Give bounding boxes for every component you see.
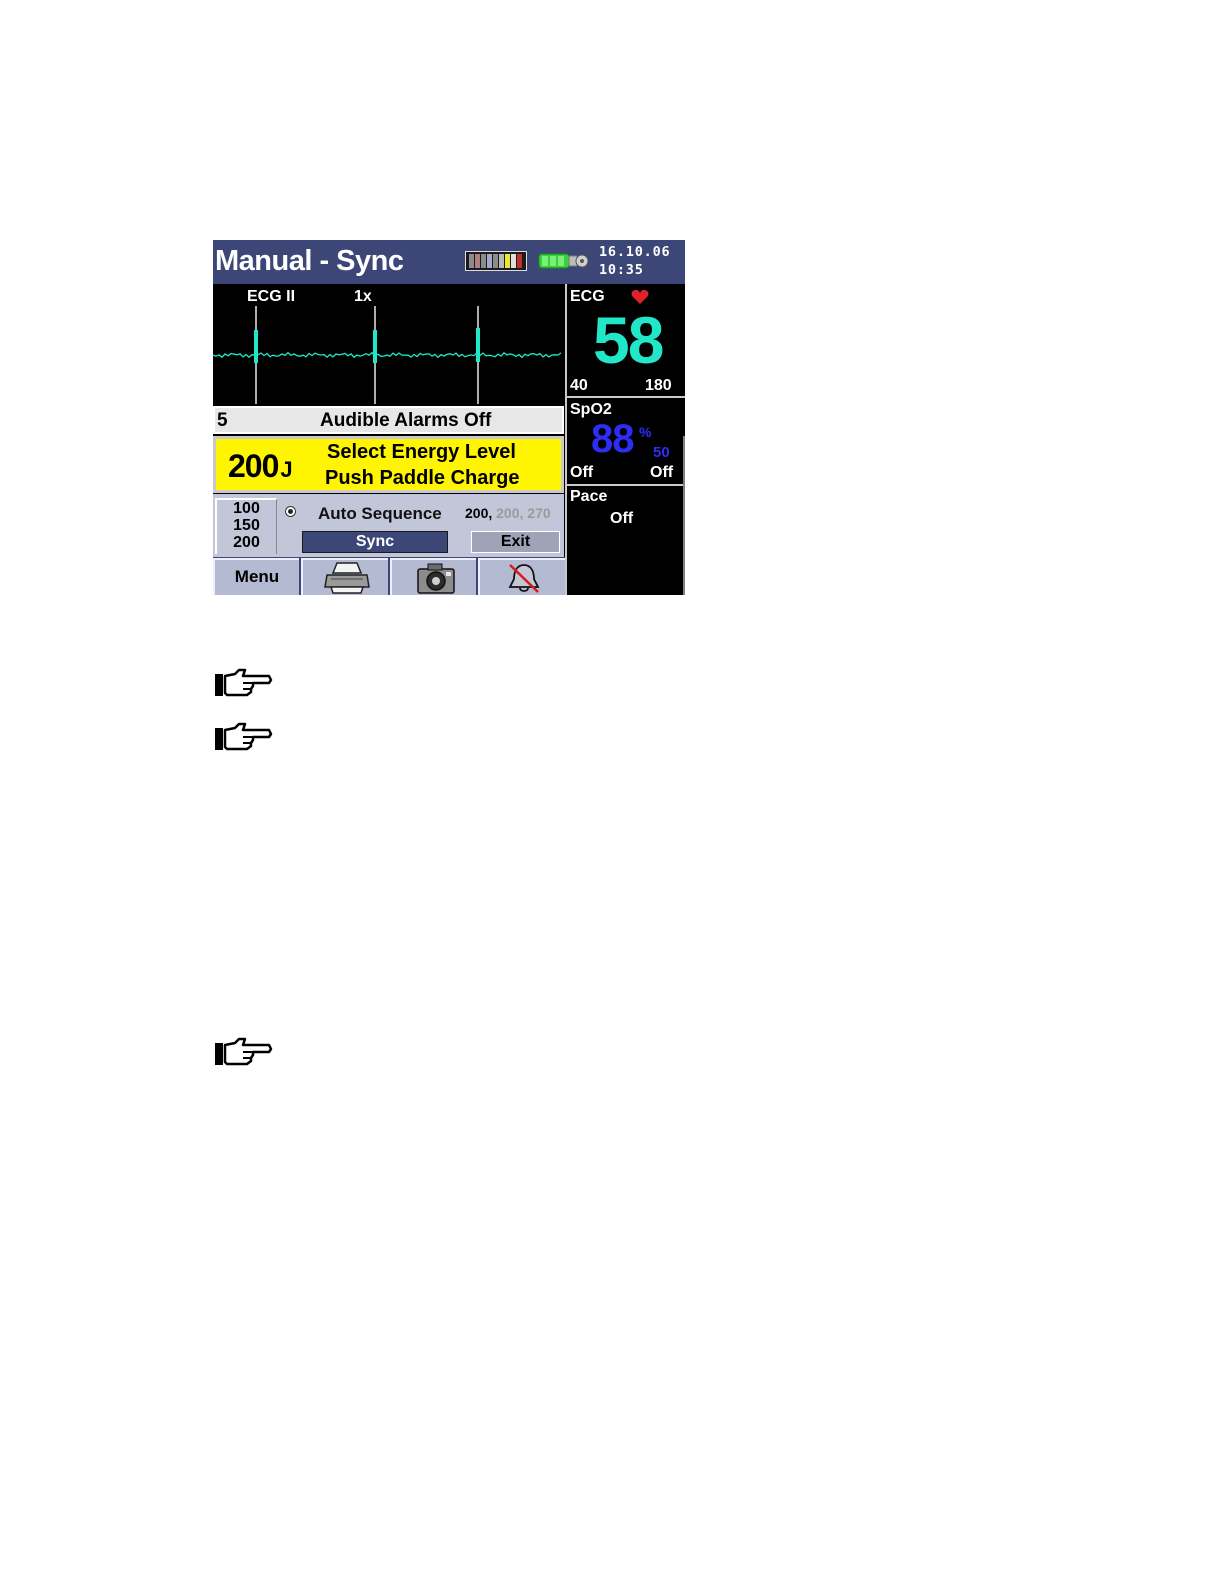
print-softkey[interactable] (301, 558, 388, 595)
battery-pack-icon (465, 251, 527, 271)
date-text: 16.10.06 (599, 243, 670, 261)
divider (567, 484, 685, 486)
sync-button[interactable]: Sync (302, 531, 448, 553)
energy-option[interactable]: 150 (217, 517, 276, 534)
camera-icon (412, 561, 460, 595)
edge-line (683, 436, 685, 595)
mode-title: Manual - Sync (215, 244, 404, 278)
camera-softkey[interactable] (390, 558, 476, 595)
sequence-rest: 200, 270 (496, 505, 551, 521)
pace-label: Pace (570, 488, 607, 506)
divider (567, 396, 685, 398)
alarm-silence-icon (500, 561, 548, 595)
softkey-bar: Menu (213, 557, 565, 595)
energy-option[interactable]: 200 (217, 534, 276, 551)
hr-high-limit: 180 (645, 377, 672, 395)
heart-rate-value: 58 (593, 305, 662, 375)
auto-sequence-label: Auto Sequence (318, 504, 442, 524)
alarm-message: Audible Alarms Off (320, 410, 491, 432)
menu-softkey[interactable]: Menu (213, 558, 299, 595)
auto-sequence-values: 200, 200, 270 (465, 505, 551, 521)
energy-value: 200J (228, 448, 292, 485)
energy-number: 200 (228, 448, 278, 484)
sequence-separator: , (488, 505, 496, 521)
spo2-high-alarm: Off (650, 464, 673, 482)
alarm-status-bar: 5 Audible Alarms Off (213, 406, 564, 434)
alarm-number: 5 (217, 410, 228, 432)
date-time: 16.10.06 10:35 (599, 243, 670, 279)
battery-charge-icon (538, 250, 590, 272)
control-panel: 100 150 200 Auto Sequence 200, 200, 270 … (213, 494, 564, 557)
pointing-hand-icon (213, 668, 273, 700)
hr-low-limit: 40 (570, 377, 588, 395)
energy-level-list[interactable]: 100 150 200 (215, 498, 277, 554)
ecg-waveform (213, 284, 565, 404)
energy-option[interactable]: 100 (217, 500, 276, 517)
title-bar: Manual - Sync (213, 240, 685, 284)
menu-label: Menu (215, 567, 299, 587)
printer-icon (323, 561, 371, 595)
energy-message-line2: Push Paddle Charge (325, 467, 520, 490)
alarm-silence-softkey[interactable] (478, 558, 565, 595)
energy-unit: J (280, 457, 291, 482)
spo2-low-alarm: Off (570, 464, 593, 482)
defibrillator-screen: Manual - Sync (213, 240, 685, 595)
time-text: 10:35 (599, 261, 670, 279)
pointing-hand-icon (213, 1037, 273, 1069)
auto-sequence-radio[interactable] (285, 506, 296, 517)
exit-button[interactable]: Exit (471, 531, 560, 553)
spo2-unit: % (639, 424, 651, 440)
spo2-limit: 50 (653, 444, 670, 461)
column-divider (565, 284, 567, 595)
sequence-first: 200 (465, 505, 488, 521)
pace-status: Off (610, 510, 633, 528)
energy-message-line1: Select Energy Level (327, 441, 516, 464)
pointing-hand-icon (213, 722, 273, 754)
spo2-value: 88 (591, 418, 634, 460)
energy-display: 200J Select Energy Level Push Paddle Cha… (213, 436, 564, 493)
